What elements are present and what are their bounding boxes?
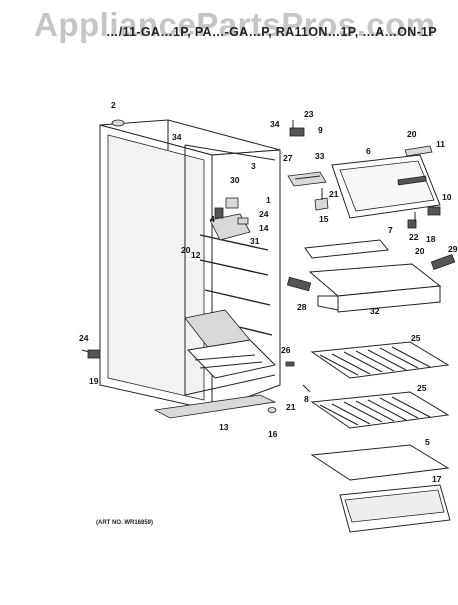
callout: 18 <box>426 234 436 244</box>
callout: 21 <box>286 402 296 412</box>
callout: 34 <box>270 119 280 129</box>
callout: 8 <box>304 394 309 404</box>
callout: 14 <box>259 223 269 233</box>
callout: 7 <box>388 225 393 235</box>
wire-shelf-lower-lines <box>319 396 431 426</box>
callout: 31 <box>250 236 260 246</box>
wire-shelf-upper-lines <box>319 346 431 376</box>
callout: 10 <box>442 192 452 202</box>
diagram-title: …/11-GA…1P, PA…-GA…P, RA11ON…1P, …A…ON-1… <box>106 25 437 39</box>
callout: 20 <box>407 129 417 139</box>
callout: 34 <box>172 132 182 142</box>
callout: 23 <box>304 109 314 119</box>
callout: 16 <box>268 429 278 439</box>
callout: 13 <box>219 422 229 432</box>
callout: 4 <box>210 214 215 224</box>
callout: 25 <box>417 383 427 393</box>
callout: 9 <box>318 125 323 135</box>
callout: 5 <box>425 437 430 447</box>
shelves-and-drawers <box>285 239 456 533</box>
callout: 3 <box>251 161 256 171</box>
callout: 30 <box>230 175 240 185</box>
callout: 15 <box>319 214 329 224</box>
callout: 24 <box>79 333 89 343</box>
callout: 6 <box>366 146 371 156</box>
cabinet <box>81 119 305 419</box>
callout: 27 <box>283 153 293 163</box>
callout: 19 <box>89 376 99 386</box>
callout: 25 <box>411 333 421 343</box>
callout: 26 <box>281 345 291 355</box>
callout: 24 <box>259 209 269 219</box>
callout: 12 <box>191 250 201 260</box>
callout: 20 <box>181 245 191 255</box>
callout: 1 <box>266 195 271 205</box>
callout: 29 <box>448 244 458 254</box>
callout: 32 <box>370 306 380 316</box>
callout-labels: 2 34 34 23 9 27 3 33 6 20 11 21 30 1 15 … <box>79 100 458 484</box>
callout: 21 <box>329 189 339 199</box>
callout: 11 <box>436 139 445 149</box>
callout: 22 <box>409 232 419 242</box>
site-watermark: AppliancePartsPros.com <box>34 6 436 43</box>
callout: 33 <box>315 151 325 161</box>
art-number-label: (ART NO. WR16859) <box>96 520 154 526</box>
callout: 2 <box>111 100 116 110</box>
freezer-door-assembly <box>287 145 441 229</box>
callout: 20 <box>415 246 425 256</box>
callout: 28 <box>297 302 307 312</box>
callout: 17 <box>432 474 442 484</box>
